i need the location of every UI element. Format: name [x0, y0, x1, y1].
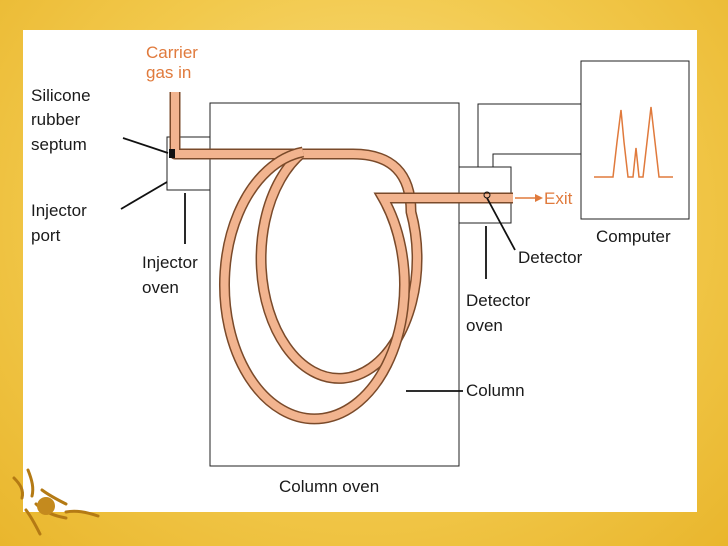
detector-oven-label: Detector oven: [466, 291, 535, 335]
injector-oven-box: [166, 136, 211, 191]
septum-label: Silicone rubber septum: [31, 86, 95, 154]
carrier-gas-label: Carrier gas in: [146, 43, 203, 82]
column-label: Column: [466, 381, 525, 400]
leader-detector: [486, 197, 516, 251]
leader-injector-port: [120, 181, 168, 210]
detector-label: Detector: [518, 248, 583, 267]
detector-wire-lower: [492, 153, 581, 167]
column-oven-box: [209, 102, 460, 467]
slide-panel: Carrier gas in Silicone rubber septum In…: [23, 30, 697, 512]
exit-label: Exit: [544, 189, 573, 208]
exit-arrow: [515, 194, 543, 202]
column-tubing: [169, 92, 513, 425]
sun-ornament-decoration: [12, 468, 100, 536]
chromatogram-trace: [594, 106, 673, 178]
computer-box: [580, 60, 690, 220]
detector-wire-upper: [477, 103, 581, 167]
column-oven-label: Column oven: [279, 477, 379, 496]
septum: [169, 149, 175, 158]
gas-chromatograph-diagram: Carrier gas in Silicone rubber septum In…: [31, 43, 690, 496]
computer-label: Computer: [596, 227, 671, 246]
injector-port-label: Injector port: [31, 201, 91, 245]
injector-oven-label: Injector oven: [142, 253, 202, 297]
leader-septum: [122, 137, 169, 154]
